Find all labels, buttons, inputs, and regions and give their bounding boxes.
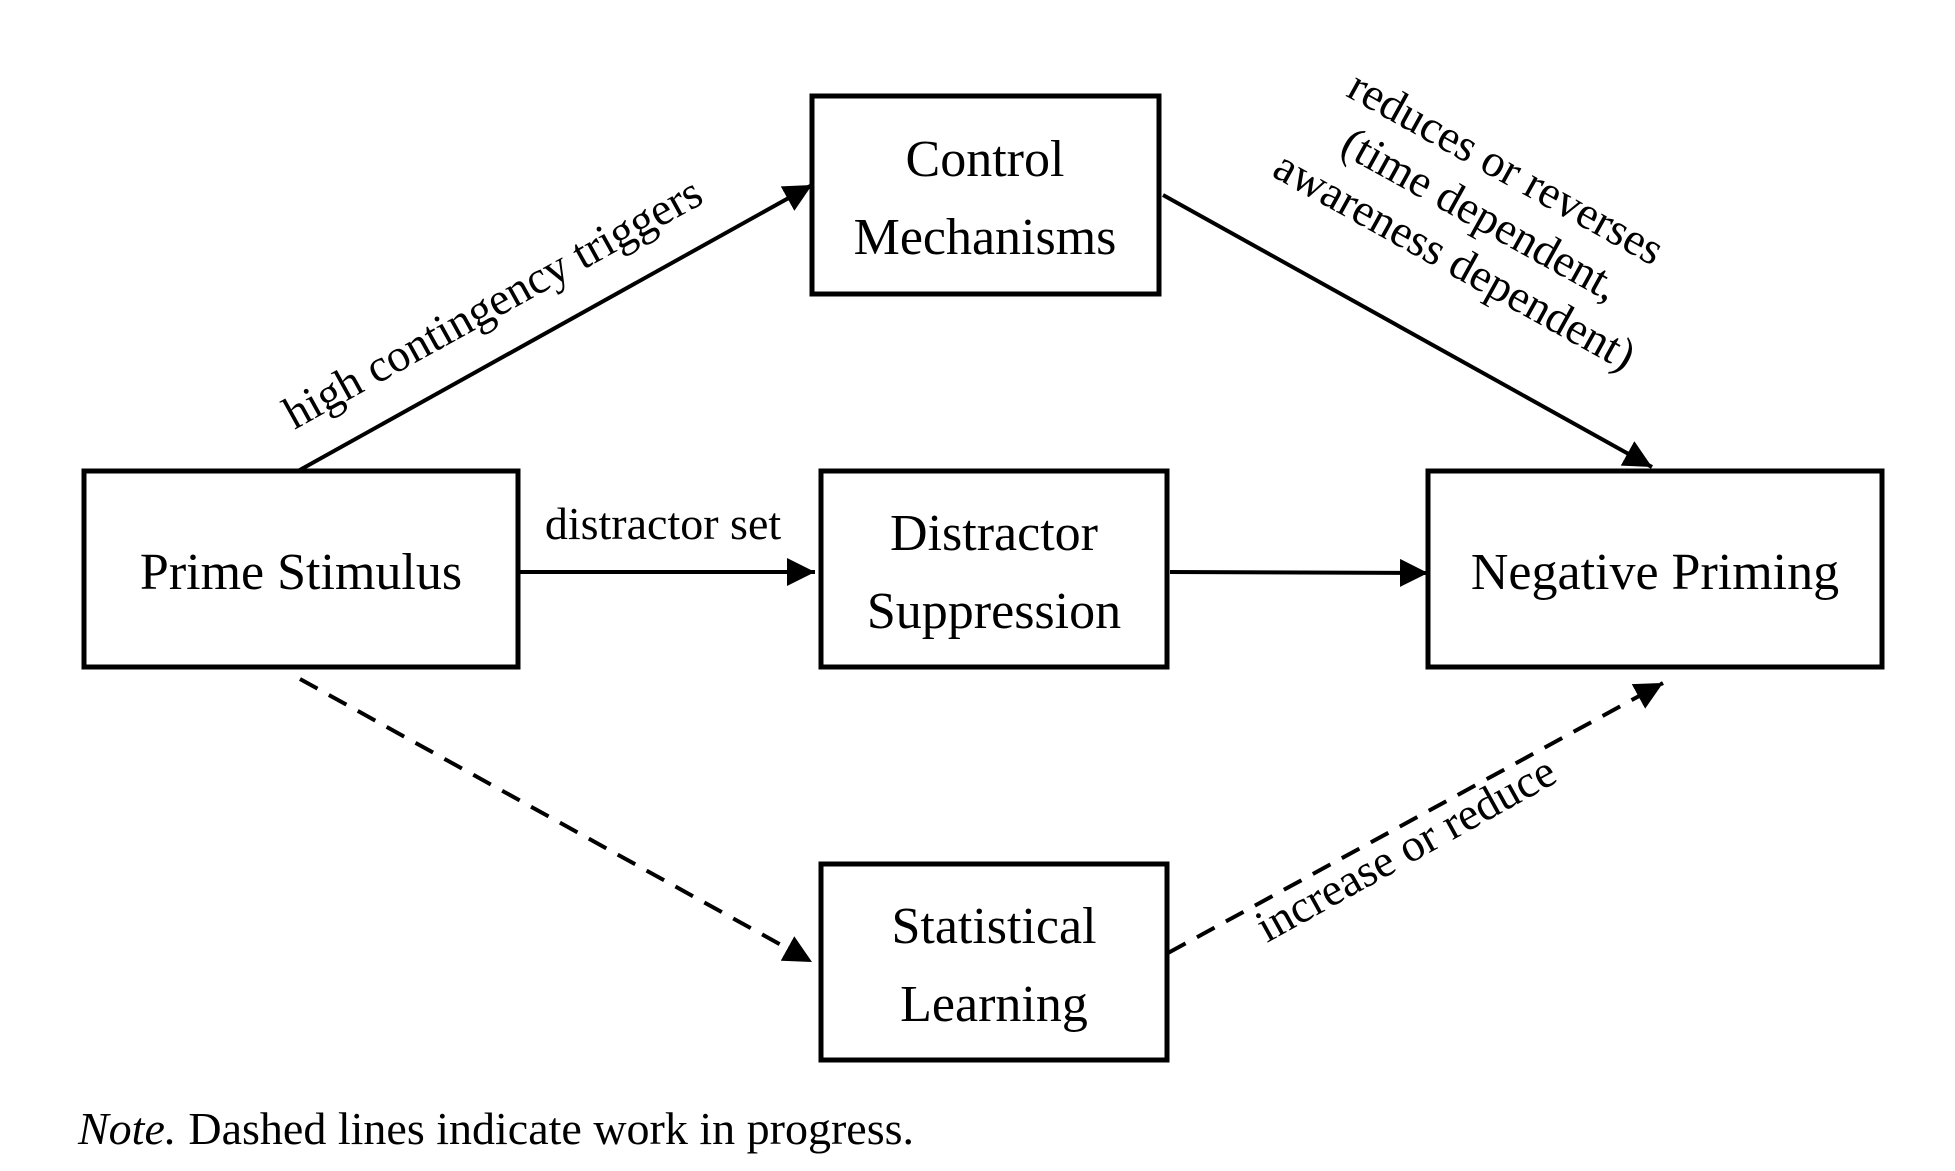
- node-statistical-learning-line-1: Statistical: [891, 898, 1096, 955]
- node-control-mechanisms-line-2: Mechanisms: [854, 209, 1117, 266]
- edge-control-to-negative: [1162, 193, 1653, 469]
- edge-statistical-to-negative: [1167, 681, 1664, 955]
- edge-distractor-to-negative: [1169, 558, 1429, 587]
- note-label: Note.: [77, 1103, 176, 1154]
- edge-prime-to-statistical: [299, 677, 813, 964]
- node-statistical-learning: Statistical Learning: [818, 861, 1170, 1063]
- node-statistical-learning-line-2: Learning: [900, 976, 1088, 1033]
- edge-label-increase-or-reduce: increase or reduce: [1247, 745, 1564, 952]
- node-control-mechanisms: Control Mechanisms: [809, 93, 1162, 297]
- edge-prime-to-control: [297, 183, 813, 473]
- edge-label-distractor-set: distractor set: [545, 498, 782, 549]
- node-control-mechanisms-line-1: Control: [906, 131, 1065, 188]
- node-distractor-suppression-line-2: Suppression: [867, 583, 1121, 640]
- node-distractor-suppression: Distractor Suppression: [818, 468, 1170, 670]
- node-negative-priming: Negative Priming: [1425, 468, 1885, 670]
- node-negative-priming-label: Negative Priming: [1471, 544, 1839, 601]
- node-prime-stimulus: Prime Stimulus: [81, 468, 521, 670]
- edges: [297, 183, 1664, 964]
- node-prime-stimulus-label: Prime Stimulus: [140, 544, 462, 601]
- node-distractor-suppression-line-1: Distractor: [890, 505, 1098, 562]
- edge-label-reduces-or-reverses: reduces or reverses (time dependent, awa…: [1266, 59, 1673, 380]
- edge-label-high-contingency: high contingency triggers: [275, 166, 711, 439]
- note-text: Dashed lines indicate work in progress.: [188, 1103, 914, 1154]
- figure-note: Note.Dashed lines indicate work in progr…: [77, 1103, 914, 1154]
